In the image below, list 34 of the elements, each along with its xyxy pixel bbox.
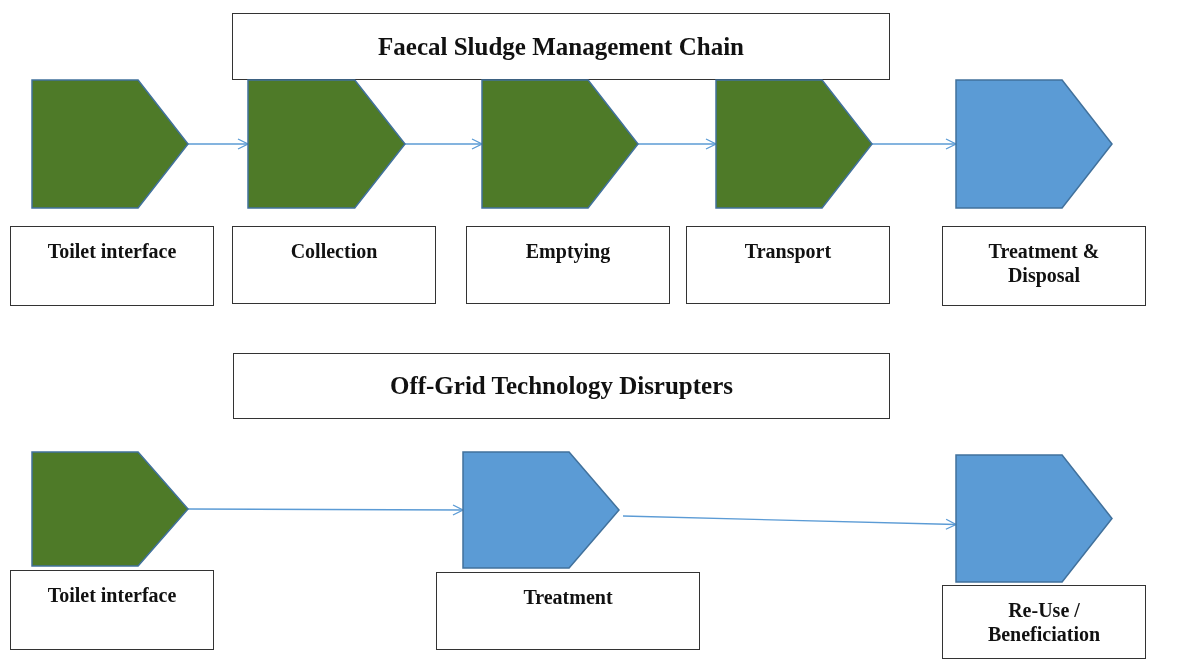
label-box	[686, 226, 890, 304]
title-box	[233, 353, 890, 419]
title-text: Faecal Sludge Management Chain	[378, 31, 744, 62]
pentagon-arrow-shape	[482, 80, 638, 208]
label-box	[942, 585, 1146, 659]
label-text: Treatment	[523, 585, 613, 609]
label-text: Transport	[744, 239, 832, 263]
label-box	[942, 226, 1146, 306]
label-text: Collection	[290, 239, 378, 263]
pentagon-arrow-shape	[956, 455, 1112, 582]
label-text: Toilet interface	[47, 239, 177, 263]
pentagon-arrow-shape	[716, 80, 872, 208]
arrow	[404, 138, 483, 150]
label-box	[10, 226, 214, 306]
pentagon-arrow-shape	[32, 80, 188, 208]
label-box	[10, 570, 214, 650]
label-box	[466, 226, 670, 304]
arrow	[637, 138, 717, 150]
label-text: Toilet interface	[47, 583, 177, 607]
arrow	[622, 515, 957, 530]
label-text: Emptying	[525, 239, 611, 263]
arrow	[871, 138, 957, 150]
label-text: Re-Use / Beneficiation	[986, 598, 1102, 646]
pentagon-arrow-shape	[32, 452, 188, 566]
label-box	[232, 226, 436, 304]
pentagon-arrow-shape	[956, 80, 1112, 208]
title-box	[232, 13, 890, 80]
pentagon-arrow-shape	[463, 452, 619, 568]
arrow	[187, 504, 464, 516]
title-text: Off-Grid Technology Disrupters	[389, 371, 734, 401]
label-text: Treatment & Disposal	[987, 239, 1101, 287]
label-box	[436, 572, 700, 650]
arrow	[187, 138, 249, 150]
pentagon-arrow-shape	[248, 80, 405, 208]
